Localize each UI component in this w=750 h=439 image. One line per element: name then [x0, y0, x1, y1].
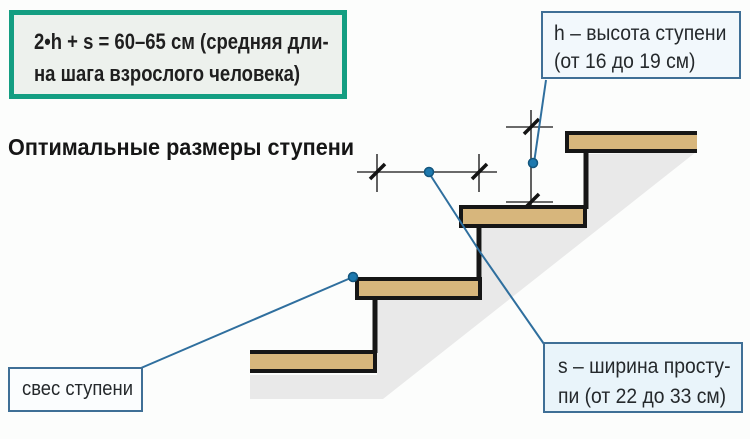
stringer-shape — [250, 152, 696, 399]
anchor-dot-width — [423, 166, 435, 178]
callout-height-box: h – высота ступени (от 16 до 19 см) — [541, 11, 741, 79]
anchor-dot-overhang — [347, 271, 359, 283]
formula-box: 2•h + s = 60–65 см (средняя дли- на шага… — [9, 10, 347, 99]
callout-overhang-label: свес ступени — [22, 378, 133, 400]
leader-height — [533, 79, 547, 164]
tread-2 — [459, 205, 587, 228]
tread-3 — [355, 277, 482, 300]
dimension-tick — [522, 117, 541, 136]
formula-line-2: на шага взрослого человека) — [34, 61, 301, 86]
callout-tread-width-line-1: s – ширина просту- — [558, 355, 731, 378]
callout-height-line-1: h – высота ступени — [554, 22, 727, 45]
tread-bottom — [250, 350, 377, 373]
dimension-tick — [368, 162, 387, 181]
formula-line-1: 2•h + s = 60–65 см (средняя дли- — [34, 29, 329, 54]
callout-tread-width-line-2: пи (от 22 до 33 см) — [558, 385, 727, 408]
dimension-tick — [470, 162, 489, 181]
dimension-ticks — [368, 117, 541, 211]
callout-overhang-box: свес ступени — [8, 367, 143, 412]
leader-overhang — [140, 276, 354, 369]
callout-tread-width-box: s – ширина просту- пи (от 22 до 33 см) — [543, 342, 743, 413]
callout-height-line-2: (от 16 до 19 см) — [554, 50, 696, 73]
tread-top — [565, 131, 697, 153]
anchor-dot-height — [527, 157, 539, 169]
leader-tread-width — [428, 172, 545, 345]
page-title: Оптимальные размеры ступени — [8, 134, 355, 160]
